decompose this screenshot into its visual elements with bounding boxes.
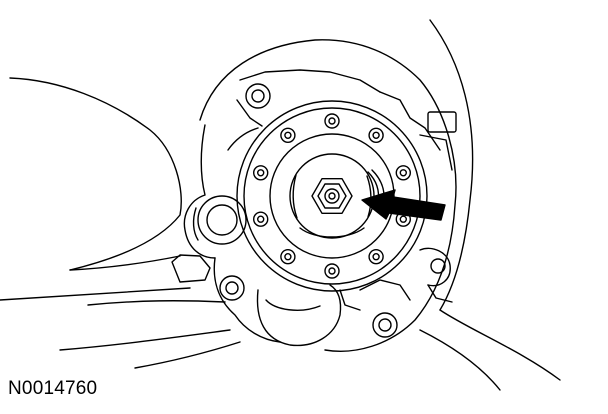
callout-arrow	[362, 190, 445, 220]
center-nut	[312, 179, 352, 214]
right-linkage	[420, 248, 452, 302]
bolt-hole	[325, 114, 339, 128]
bolt-hole	[369, 250, 383, 264]
bolt-hole-center	[400, 216, 406, 222]
bolt-hole-center	[329, 118, 335, 124]
bolt-hole-center	[329, 268, 335, 274]
bolt-hole	[369, 128, 383, 142]
figure-reference-id: N0014760	[8, 378, 98, 399]
surrounding-body-lines	[0, 20, 560, 390]
housing-bolt-top-left	[246, 84, 270, 108]
bolt-hole-center	[258, 170, 264, 176]
bolt-hole-center	[373, 132, 379, 138]
hub	[290, 154, 374, 238]
bolt-hole-center	[285, 132, 291, 138]
left-bracket	[172, 255, 210, 282]
left-boss	[194, 196, 246, 244]
bolt-hole	[281, 250, 295, 264]
bolt-hole-center	[373, 254, 379, 260]
bolt-hole-center	[258, 216, 264, 222]
housing-bolt-bottom-right	[340, 280, 410, 337]
bolt-hole	[396, 166, 410, 180]
transmission-housing	[184, 40, 456, 351]
lower-cylinder	[257, 285, 340, 345]
bolt-hole	[281, 128, 295, 142]
flange-plate	[237, 101, 427, 291]
bolt-hole-center	[400, 170, 406, 176]
bolt-hole	[254, 212, 268, 226]
housing-bolt-bottom-left	[220, 276, 244, 300]
bolt-hole	[254, 166, 268, 180]
bolt-hole-center	[285, 254, 291, 260]
bolt-hole	[325, 264, 339, 278]
